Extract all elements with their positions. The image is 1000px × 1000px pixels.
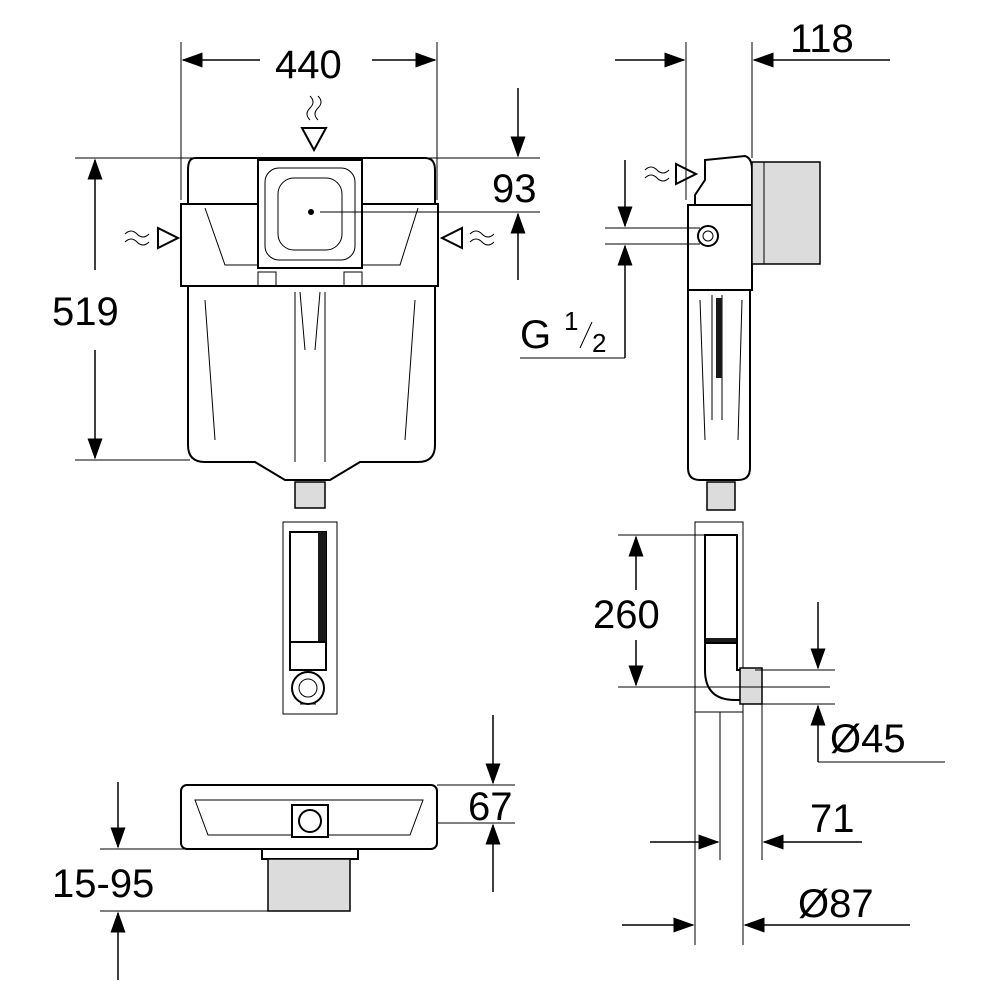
dimension-pipe-offset: 71 <box>810 797 855 841</box>
dimension-depth: 118 <box>790 17 854 61</box>
dimension-frame-depth: 67 <box>468 785 513 829</box>
dimension-top-to-inlet: 93 <box>492 167 537 211</box>
dimension-inlet-thread-den: 2 <box>592 328 606 358</box>
dimension-flush-pipe-length: 260 <box>593 593 660 637</box>
front-view <box>180 157 439 715</box>
side-view <box>687 154 821 713</box>
dimension-inlet-thread-g: G <box>520 313 551 357</box>
dimension-pipe-diameter-45: Ø45 <box>830 717 906 761</box>
dimension-inlet-thread-num: 1 <box>564 306 578 336</box>
dimension-width: 440 <box>275 43 342 87</box>
dimension-height: 519 <box>52 290 119 334</box>
dimension-lines <box>75 42 945 980</box>
dimension-pipe-diameter-87: Ø87 <box>798 882 874 926</box>
water-inlet-icon <box>124 95 699 250</box>
top-view <box>180 784 438 912</box>
dimension-adjust-range: 15-95 <box>52 862 154 906</box>
